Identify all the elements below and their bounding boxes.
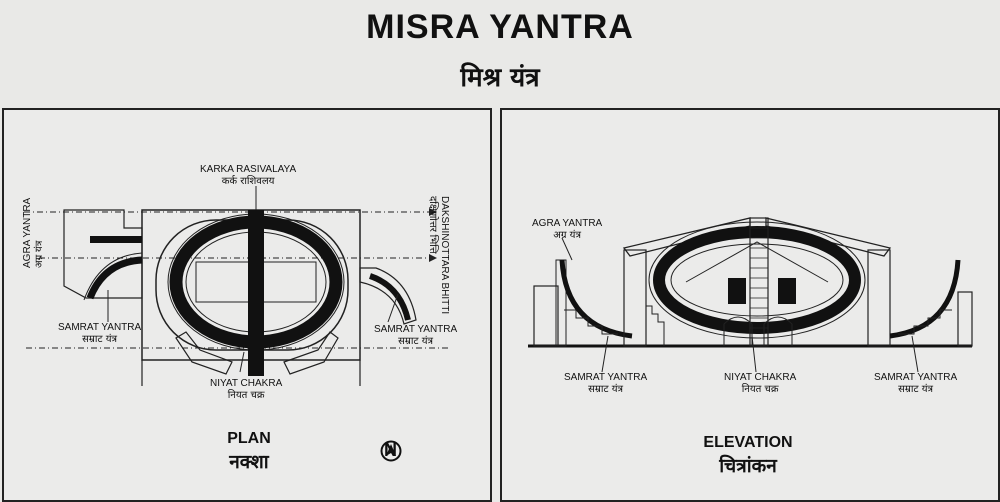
label-karka-hi: कर्क राशिवलय <box>221 176 275 187</box>
inner-block-left <box>728 278 746 304</box>
inner-block-right <box>778 278 796 304</box>
label-samrat-left-en: SAMRAT YANTRA <box>58 322 142 333</box>
label-samrat-right-hi: सम्राट यंत्र <box>398 336 434 347</box>
plan-caption-en: PLAN <box>227 430 271 447</box>
leader-elev-agra <box>561 237 573 261</box>
right-pillar <box>957 291 973 347</box>
label-samrat-left: SAMRAT YANTRA सम्राट यंत्र <box>58 322 141 346</box>
label-karka-en: KARKA RASIVALAYA <box>200 164 297 175</box>
north-indicator: N <box>380 440 402 462</box>
elev-label-niyat-en: NIYAT CHAKRA <box>724 372 797 383</box>
label-niyat: NIYAT CHAKRA नियत चक्र <box>210 378 282 402</box>
left-steps <box>564 309 618 335</box>
elev-label-samrat-right-en: SAMRAT YANTRA <box>874 372 958 383</box>
central-stair <box>749 217 769 347</box>
leader-samrat-right <box>387 293 399 323</box>
label-dakshin: DAKSHINOTTARA BHITTI दक्षिणोत्तर भित्ति <box>426 196 450 314</box>
right-tower <box>867 249 891 347</box>
samrat-right-outline <box>359 267 417 325</box>
leader-elev-niyat <box>751 335 757 373</box>
label-agra: AGRA YANTRA अग्र यंत्र <box>22 198 46 268</box>
elev-label-agra: AGRA YANTRA अग्र यंत्र <box>532 218 602 242</box>
samrat-right-arc <box>368 273 411 321</box>
arrow-top <box>429 208 437 216</box>
plan-caption-hi: नक्शा <box>229 451 269 473</box>
elev-ring <box>653 226 861 334</box>
central-wall <box>248 210 264 376</box>
right-roof <box>765 217 892 257</box>
north-arrow-icon <box>380 440 402 462</box>
label-agra-en: AGRA YANTRA <box>22 197 33 268</box>
label-dakshin-hi: दक्षिणोत्तर भित्ति <box>427 196 438 254</box>
elev-label-agra-hi: अग्र यंत्र <box>553 230 581 241</box>
label-niyat-hi: नियत चक्र <box>227 390 265 401</box>
label-niyat-en: NIYAT CHAKRA <box>210 378 283 389</box>
agra-bar <box>90 236 142 243</box>
right-samrat-curve <box>889 259 961 339</box>
inner-roof <box>685 241 829 283</box>
label-samrat-left-hi: सम्राट यंत्र <box>82 334 118 345</box>
niyat-right <box>283 331 339 375</box>
label-agra-hi: अग्र यंत्र <box>34 240 45 268</box>
elev-label-agra-en: AGRA YANTRA <box>532 218 603 229</box>
elev-label-samrat-left-en: SAMRAT YANTRA <box>564 372 648 383</box>
left-pillar-top <box>555 259 567 347</box>
elev-label-samrat-right-hi: सम्राट यंत्र <box>898 384 934 395</box>
label-dakshin-en: DAKSHINOTTARA BHITTI <box>439 196 450 315</box>
left-tower <box>623 249 647 347</box>
elevation-caption-hi: चित्रांकन <box>719 455 777 477</box>
elevation-panel: AGRA YANTRA अग्र यंत्र SAMRAT YANTRA सम्… <box>500 108 1000 502</box>
agra-block <box>63 209 143 299</box>
elevation-drawing <box>528 217 973 373</box>
elev-ring-outer <box>648 221 866 339</box>
elev-label-samrat-left-hi: सम्राट यंत्र <box>588 384 624 395</box>
leader-elev-samrat-right <box>911 335 919 373</box>
niyat-left <box>175 331 233 375</box>
plan-panel: KARKA RASIVALAYA कर्क राशिवलय AGRA YANTR… <box>2 108 492 502</box>
elev-label-samrat-right: SAMRAT YANTRA सम्राट यंत्र <box>874 372 957 396</box>
samrat-left-arc <box>86 256 143 300</box>
label-karka: KARKA RASIVALAYA कर्क राशिवलय <box>200 164 296 188</box>
plan-drawing <box>24 186 449 386</box>
plan-caption: PLAN नक्शा <box>204 430 294 474</box>
label-samrat-right-en: SAMRAT YANTRA <box>374 324 458 335</box>
elev-label-niyat-hi: नियत चक्र <box>741 384 779 395</box>
stair-ticks <box>750 227 768 339</box>
leader-elev-samrat-left <box>601 335 609 373</box>
left-samrat-curve <box>559 259 633 339</box>
left-pillar <box>533 285 559 347</box>
label-samrat-right: SAMRAT YANTRA सम्राट यंत्र <box>374 324 457 348</box>
arrow-mid <box>429 254 437 262</box>
page-title-hindi: मिश्र यंत्र <box>460 63 540 93</box>
leader-niyat <box>239 351 245 373</box>
elev-label-niyat: NIYAT CHAKRA नियत चक्र <box>724 372 796 396</box>
page-title: MISRA YANTRA <box>366 8 634 46</box>
elevation-caption-en: ELEVATION <box>703 434 793 451</box>
samrat-left-outline <box>83 252 143 301</box>
elev-label-samrat-left: SAMRAT YANTRA सम्राट यंत्र <box>564 372 647 396</box>
base-arch <box>723 316 793 346</box>
right-steps <box>898 309 952 335</box>
left-tower-steps <box>646 305 665 346</box>
elevation-caption: ELEVATION चित्रांकन <box>688 434 808 478</box>
elev-ring-inner <box>670 243 844 317</box>
